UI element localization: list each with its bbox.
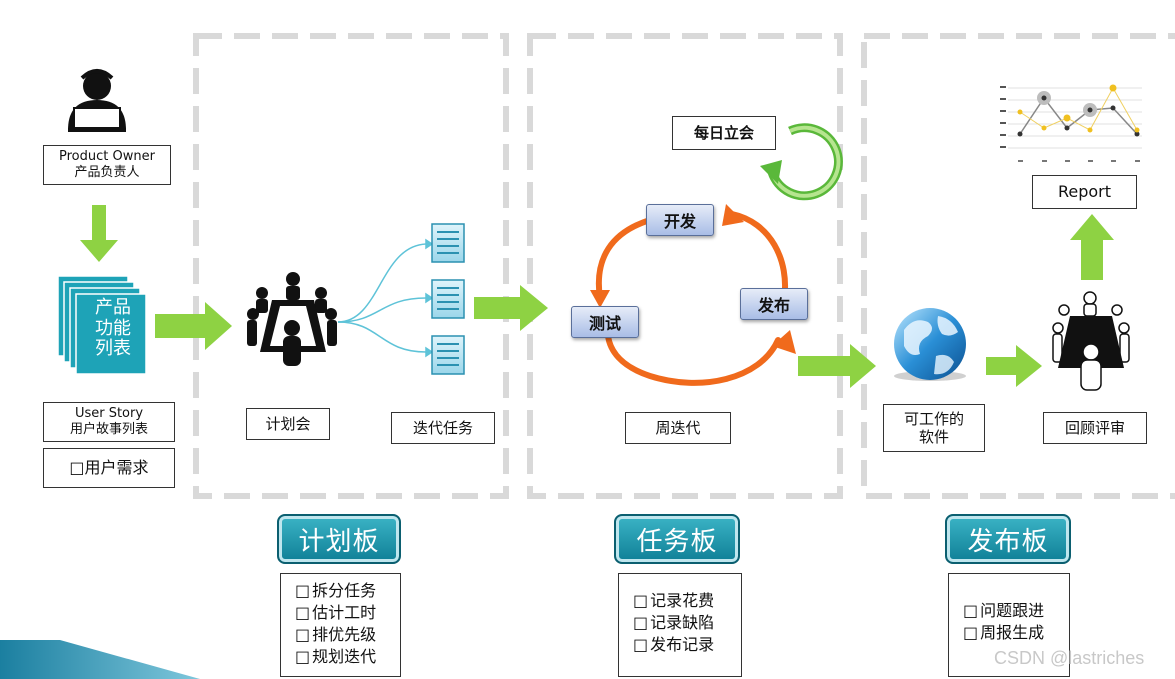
list-item: 记录缺陷 bbox=[633, 612, 741, 634]
board-title-planning: 计划板 bbox=[277, 514, 401, 564]
globe-icon bbox=[894, 308, 966, 381]
board-list-release: 问题跟进 周报生成 bbox=[948, 573, 1070, 677]
arrow-up-icon bbox=[1070, 214, 1114, 280]
report-label: Report bbox=[1032, 175, 1137, 209]
list-item: 周报生成 bbox=[963, 622, 1069, 644]
report-chart-icon bbox=[1000, 84, 1142, 162]
product-owner-label: Product Owner 产品负责人 bbox=[43, 145, 171, 185]
user-need-label: □用户需求 bbox=[43, 448, 175, 488]
task-document-icon bbox=[431, 223, 465, 375]
list-item: 拆分任务 bbox=[295, 580, 400, 602]
frame-planning bbox=[193, 33, 509, 499]
frame-release bbox=[861, 33, 1175, 499]
arrow-right-icon bbox=[474, 285, 548, 331]
backlog-stack-label: 产品 功能 列表 bbox=[95, 297, 131, 360]
arrow-right-icon bbox=[986, 345, 1042, 387]
user-story-label: User Story 用户故事列表 bbox=[43, 402, 175, 442]
planning-meeting-label: 计划会 bbox=[246, 408, 330, 440]
list-item: 记录花费 bbox=[633, 590, 741, 612]
arrow-right-icon bbox=[798, 344, 876, 388]
decorative-ribbon bbox=[0, 640, 200, 679]
arrow-down-icon bbox=[80, 205, 118, 262]
list-item: 发布记录 bbox=[633, 634, 741, 656]
cycle-test-label: 测试 bbox=[571, 306, 639, 338]
cycle-develop-label: 开发 bbox=[646, 204, 714, 236]
iteration-cycle-icon bbox=[595, 211, 788, 386]
review-meeting-icon bbox=[1052, 291, 1130, 391]
board-list-planning: 拆分任务 估计工时 排优先级 规划迭代 bbox=[280, 573, 401, 677]
product-owner-icon bbox=[68, 69, 126, 132]
meeting-table-icon bbox=[247, 272, 337, 366]
list-item: 问题跟进 bbox=[963, 600, 1069, 622]
daily-standup-label: 每日立会 bbox=[672, 116, 776, 150]
frame-iteration bbox=[527, 33, 843, 499]
list-item: 估计工时 bbox=[295, 602, 400, 624]
list-item: 规划迭代 bbox=[295, 646, 400, 668]
backlog-stack-icon bbox=[57, 275, 147, 375]
arrow-right-icon bbox=[155, 302, 232, 350]
watermark: CSDN @lastriches bbox=[994, 648, 1145, 668]
board-list-tasks: 记录花费 记录缺陷 发布记录 bbox=[618, 573, 742, 677]
cycle-release-label: 发布 bbox=[740, 288, 808, 320]
task-branch-lines bbox=[337, 238, 434, 358]
iteration-tasks-label: 迭代任务 bbox=[391, 412, 495, 444]
circular-arrow-icon bbox=[760, 123, 843, 201]
board-title-release: 发布板 bbox=[945, 514, 1071, 564]
working-software-label: 可工作的 软件 bbox=[883, 404, 985, 452]
board-title-tasks: 任务板 bbox=[614, 514, 740, 564]
review-label: 回顾评审 bbox=[1043, 412, 1147, 444]
list-item: 排优先级 bbox=[295, 624, 400, 646]
weekly-iteration-label: 周迭代 bbox=[625, 412, 731, 444]
